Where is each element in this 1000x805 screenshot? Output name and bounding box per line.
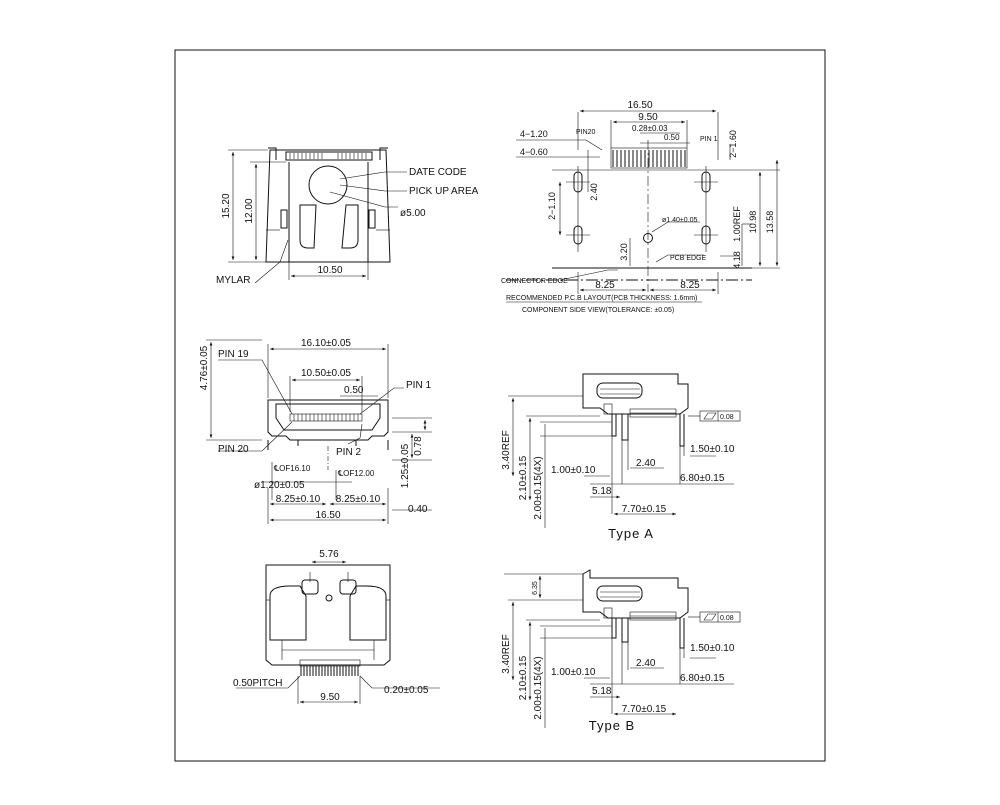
label-connector-edge: CONNECTOR EDGE [501, 278, 568, 285]
type-b-dim-680: 6.80±0.15 [680, 673, 725, 684]
label-front-pin20: PIN 20 [218, 444, 249, 455]
type-b-dim-518: 5.18 [592, 686, 612, 697]
type-b-dim-200: 2.00±0.15(4X) [533, 656, 544, 719]
dim-pcb-240: 2.40 [589, 183, 599, 201]
top-view-pin-ticks [289, 153, 367, 159]
label-mylar: MYLAR [216, 275, 250, 286]
type-b-dim-240: 2.40 [636, 658, 656, 669]
dim-front-cf12: ℄OF12.00 [337, 469, 375, 478]
label-pick-up-area: PICK UP AREA [409, 186, 479, 197]
dim-pcb-slot-a: 4−1.20 [520, 129, 548, 139]
dim-pcb-left-110: 2−1.10 [547, 192, 557, 220]
bottom-view [236, 560, 440, 704]
sheet-border [174, 49, 826, 762]
top-view [228, 147, 407, 284]
dim-pcb-pad-width: 0.28±0.03 [632, 124, 668, 133]
pick-up-circle [308, 165, 348, 205]
latch-left [299, 204, 317, 249]
note-pcb-line2: COMPONENT SIDE VIEW(TOLERANCE: ±0.05) [522, 307, 674, 314]
type-a-dim-770: 7.70±0.15 [622, 504, 667, 515]
dim-front-120: ø1.20±0.05 [254, 480, 305, 491]
type-b-dim-340ref: 3.40REF [501, 634, 512, 673]
dim-pcb-pitch: 0.50 [664, 133, 680, 142]
bottom-view-pins [300, 666, 359, 676]
label-front-pin19: PIN 19 [218, 349, 249, 360]
type-b-dim-770: 7.70±0.15 [622, 704, 667, 715]
type-b-title: Type B [589, 718, 635, 733]
dim-pcb-width: 16.50 [627, 100, 652, 111]
pcb-layout [506, 109, 780, 303]
dim-bottom-pitch: 0.50PITCH [233, 678, 282, 689]
dim-front-040: 0.40 [408, 504, 428, 515]
dim-front-078: 0.78 [413, 436, 424, 456]
dim-bottom-950: 9.50 [320, 692, 340, 703]
dim-pcb-pitch-span: 9.50 [638, 112, 658, 123]
type-a-dim-200: 2.00±0.15(4X) [533, 456, 544, 519]
dim-front-825b: 8.25±0.10 [336, 494, 381, 505]
dim-bottom-576: 5.76 [319, 549, 339, 560]
type-a-flatness: 0.08 [720, 414, 734, 421]
latch-right [341, 204, 359, 249]
dim-pcb-slot-b: 4−0.60 [520, 147, 548, 157]
type-b-dim-635: 6.35 [532, 581, 539, 595]
label-front-pin2: PIN 2 [336, 447, 361, 458]
note-pcb-line1: RECOMMENDED P.C.B LAYOUT(PCB THICKNESS: … [506, 295, 697, 302]
dim-front-width: 16.10±0.05 [301, 338, 351, 349]
dim-pcb-320: 3.20 [619, 243, 629, 261]
dim-pcb-100ref: 1.00REF [732, 206, 742, 242]
type-a-dim-100: 1.00±0.10 [551, 465, 596, 476]
label-date-code: DATE CODE [409, 167, 467, 178]
dim-front-inner: 10.50±0.05 [301, 368, 351, 379]
type-a-side-view [508, 373, 741, 528]
dim-pcb-1358: 13.58 [765, 211, 775, 234]
type-b-side-view [504, 569, 741, 728]
label-front-pin1: PIN 1 [406, 380, 431, 391]
dim-top-body-height: 12.00 [244, 198, 255, 223]
type-a-title: Type A [608, 526, 654, 541]
type-a-dim-210: 2.10±0.15 [518, 455, 529, 500]
dim-top-overall-height: 15.20 [221, 193, 232, 218]
label-pcb-pin1: PIN 1 [700, 136, 718, 143]
dim-pcb-half-left: 8.25 [595, 280, 615, 291]
label-pcb-pin20: PIN20 [576, 129, 596, 136]
type-a-dim-340ref: 3.40REF [501, 430, 512, 469]
type-a-dim-680: 6.80±0.15 [680, 473, 725, 484]
dim-front-825a: 8.25±0.10 [276, 494, 321, 505]
dim-front-height: 4.76±0.05 [199, 345, 210, 390]
front-view [206, 339, 432, 524]
type-b-flatness: 0.08 [720, 615, 734, 622]
type-a-dim-518: 5.18 [592, 486, 612, 497]
dim-pcb-1098: 10.98 [748, 211, 758, 234]
dim-front-pitch: 0.50 [344, 385, 364, 396]
dim-bottom-020: 0.20±0.05 [384, 685, 429, 696]
dim-front-1650: 16.50 [315, 510, 340, 521]
type-b-dim-210: 2.10±0.15 [518, 655, 529, 700]
type-a-dim-150: 1.50±0.10 [690, 444, 735, 455]
type-b-dim-150: 1.50±0.10 [690, 643, 735, 654]
pcb-pad-array [610, 147, 688, 169]
type-a-dim-240: 2.40 [636, 458, 656, 469]
dim-front-125: 1.25±0.05 [400, 443, 411, 488]
dim-top-width: 10.50 [317, 265, 342, 276]
dim-pick-diameter: ø5.00 [400, 208, 426, 219]
dim-pcb-right-160: 2−1.60 [728, 130, 738, 158]
dim-front-cf16: ℄OF16.10 [273, 464, 311, 473]
type-b-dim-100: 1.00±0.10 [551, 667, 596, 678]
dim-pcb-half-right: 8.25 [680, 280, 700, 291]
label-pcb-edge: PCB EDGE [670, 255, 707, 262]
dim-pcb-hole: ø1.40±0.05 [662, 217, 697, 224]
dim-pcb-418: 4.18 [732, 251, 742, 269]
